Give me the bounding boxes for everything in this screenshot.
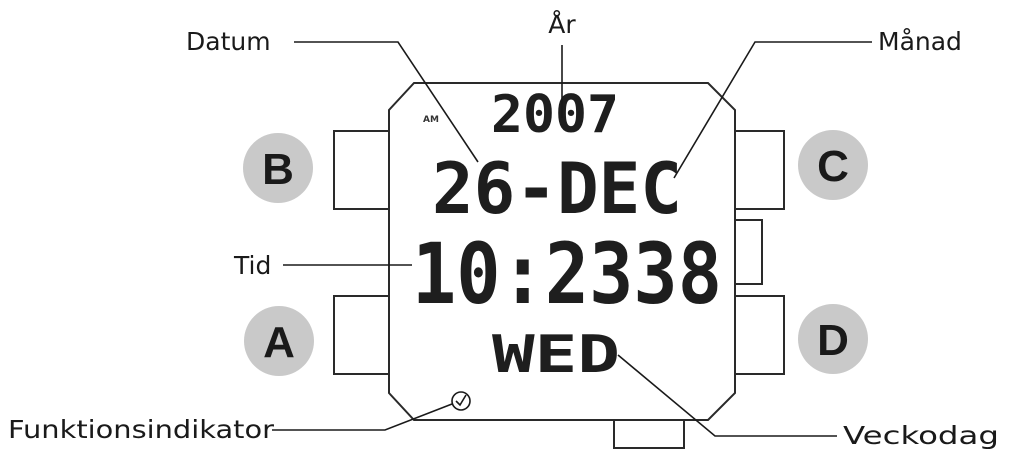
- button-a[interactable]: A: [244, 306, 314, 376]
- button-b-letter: B: [262, 145, 294, 194]
- button-b-housing[interactable]: [333, 130, 391, 210]
- leader-veckodag: [617, 354, 837, 437]
- button-c-letter: C: [817, 142, 849, 191]
- label-ar: År: [548, 10, 576, 39]
- button-d[interactable]: D: [798, 304, 868, 374]
- lcd-time: 10:2338: [412, 225, 722, 323]
- leader-datum: [294, 41, 479, 163]
- label-veckodag: Veckodag: [843, 421, 999, 450]
- leader-funktionsindikator: [272, 403, 453, 431]
- label-datum: Datum: [186, 27, 271, 56]
- button-d-housing[interactable]: [728, 295, 785, 375]
- lcd-year: 2007: [491, 85, 619, 145]
- label-manad: Månad: [878, 27, 962, 56]
- button-a-letter: A: [263, 318, 295, 367]
- button-c[interactable]: C: [798, 130, 868, 200]
- button-d-letter: D: [817, 316, 849, 365]
- ampm-indicator: AM: [423, 115, 439, 125]
- label-tid: Tid: [233, 251, 271, 280]
- lcd-date: 26-DEC: [432, 148, 682, 230]
- label-funktionsindikator: Funktionsindikator: [8, 415, 275, 444]
- lcd-weekday: WED: [492, 325, 620, 385]
- watch-case: [388, 82, 736, 421]
- button-b[interactable]: B: [243, 133, 313, 203]
- button-c-housing[interactable]: [728, 130, 785, 210]
- leader-manad: [673, 41, 872, 179]
- button-a-housing[interactable]: [333, 295, 391, 375]
- clock-icon: [451, 391, 471, 411]
